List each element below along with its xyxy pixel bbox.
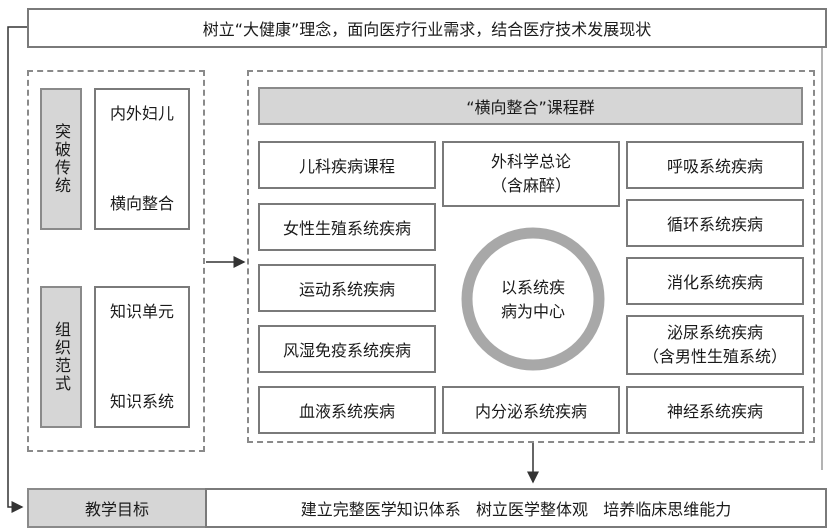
course-group-title: “横向整合”课程群 — [258, 87, 803, 125]
course-locomotor-label: 运动系统疾病 — [298, 280, 395, 299]
core-line1: 以系统疾 — [500, 278, 565, 297]
course-hematology: 血液系统疾病 — [258, 386, 436, 434]
course-general-surgery-line1: 外科学总论 — [490, 152, 571, 171]
goal-text-box: 建立完整医学知识体系 树立医学整体观 培养临床思维能力 — [205, 488, 827, 528]
left-panel — [27, 70, 205, 452]
goal-label-text: 教学目标 — [84, 500, 149, 519]
course-rheumatology: 风湿免疫系统疾病 — [258, 325, 436, 373]
course-female-reproductive: 女性生殖系统疾病 — [258, 203, 436, 251]
feedback-loop-line — [7, 26, 27, 513]
paradigm-side-label-text: 组织范式 — [52, 321, 71, 393]
core-line2: 病为中心 — [500, 302, 565, 321]
course-endocrine: 内分泌系统疾病 — [442, 386, 620, 434]
course-digestive-label: 消化系统疾病 — [666, 273, 763, 292]
course-circulatory-label: 循环系统疾病 — [666, 215, 763, 234]
course-hematology-label: 血液系统疾病 — [298, 402, 395, 421]
course-endocrine-label: 内分泌系统疾病 — [474, 402, 587, 421]
tradition-side-label-text: 突破传统 — [52, 123, 71, 195]
course-group-title-text: “横向整合”课程群 — [466, 98, 595, 117]
tradition-box: 内外妇儿 横向整合 — [94, 88, 190, 230]
course-pediatrics-label: 儿科疾病课程 — [298, 157, 395, 176]
core-ring — [461, 227, 605, 371]
core-center-text: 以系统疾 病为中心 — [473, 275, 593, 325]
top-banner: 树立“大健康”理念，面向医疗行业需求，结合医疗技术发展现状 — [27, 8, 827, 48]
course-respiratory: 呼吸系统疾病 — [626, 141, 804, 189]
top-banner-text: 树立“大健康”理念，面向医疗行业需求，结合医疗技术发展现状 — [202, 20, 652, 39]
course-group-panel — [247, 70, 815, 443]
course-neurology: 神经系统疾病 — [626, 386, 804, 434]
course-urinary: 泌尿系统疾病 （含男性生殖系统） — [626, 315, 804, 375]
paradigm-from: 知识单元 — [109, 302, 174, 321]
course-urinary-line1: 泌尿系统疾病 — [666, 323, 763, 342]
course-general-surgery-line2: （含麻醉） — [490, 176, 571, 195]
course-circulatory: 循环系统疾病 — [626, 199, 804, 247]
paradigm-to: 知识系统 — [109, 392, 174, 411]
course-respiratory-label: 呼吸系统疾病 — [666, 157, 763, 176]
paradigm-box: 知识单元 知识系统 — [94, 286, 190, 428]
course-digestive: 消化系统疾病 — [626, 257, 804, 305]
course-rheumatology-label: 风湿免疫系统疾病 — [282, 341, 411, 360]
goal-label: 教学目标 — [27, 488, 207, 528]
tradition-side-label: 突破传统 — [40, 88, 82, 230]
course-urinary-line2: （含男性生殖系统） — [642, 347, 787, 366]
paradigm-side-label: 组织范式 — [40, 286, 82, 428]
tradition-to: 横向整合 — [109, 194, 174, 213]
course-female-reproductive-label: 女性生殖系统疾病 — [282, 219, 411, 238]
tradition-from: 内外妇儿 — [109, 104, 174, 123]
course-locomotor: 运动系统疾病 — [258, 264, 436, 312]
goal-text: 建立完整医学知识体系 树立医学整体观 培养临床思维能力 — [300, 500, 732, 519]
course-pediatrics: 儿科疾病课程 — [258, 141, 436, 189]
course-general-surgery: 外科学总论 （含麻醉） — [442, 141, 620, 207]
course-neurology-label: 神经系统疾病 — [666, 402, 763, 421]
